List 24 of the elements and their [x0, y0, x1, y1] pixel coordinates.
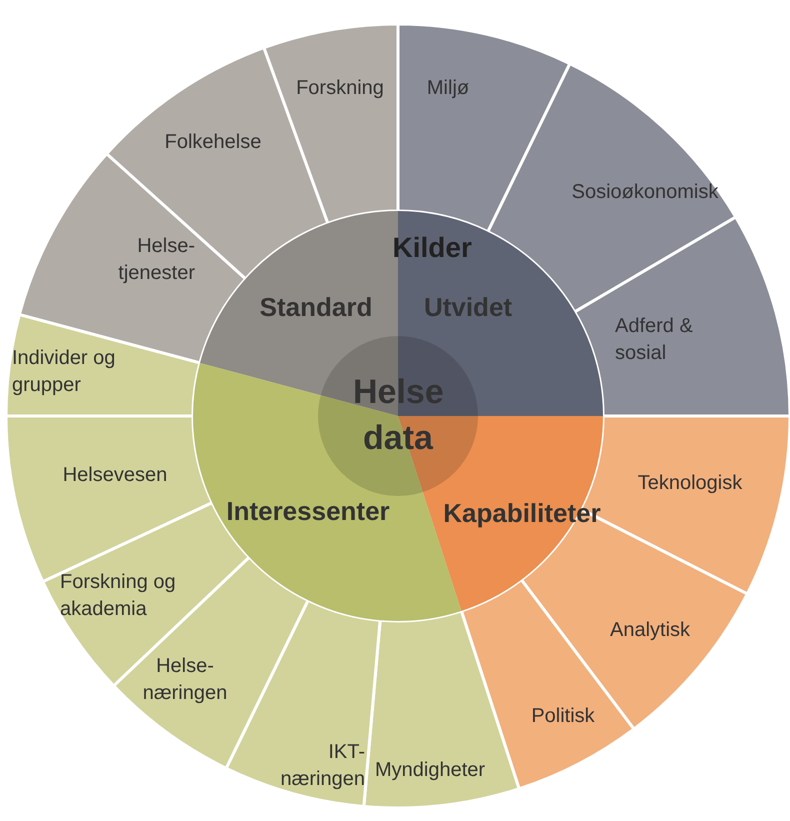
- segment-label: Myndigheter: [374, 758, 486, 782]
- segment-label: Helse-tjenester: [117, 234, 195, 286]
- segment-label: Interessenter: [226, 495, 390, 528]
- segment-label: Folkehelse: [164, 130, 262, 154]
- outer-segment: [262, 22, 400, 225]
- segment-label: Miljø: [426, 76, 470, 100]
- segment-label: Helsevesen: [62, 462, 168, 488]
- segment-label: Teknologisk: [638, 470, 742, 496]
- segment-label: IKT-næringen: [279, 740, 365, 792]
- outer-segment: [573, 216, 790, 418]
- segment-label: Utvidet: [424, 291, 512, 324]
- center-circle: [318, 336, 478, 496]
- segment-label: Helse-næringen: [142, 654, 228, 706]
- segment-label: Individer og grupper: [12, 346, 116, 398]
- segment-label: Sosioøkonomisk: [572, 180, 718, 204]
- segment-label: Forskning og akademia: [60, 570, 177, 622]
- segment-label: Adferd & sosial: [615, 314, 694, 366]
- outer-segment: [4, 313, 202, 418]
- segment-label: Standard: [260, 291, 372, 324]
- segment-label: Politisk: [531, 704, 595, 728]
- segment-label: Helse data: [353, 372, 443, 459]
- segment-label: Forskning: [296, 76, 384, 100]
- segment-label: Analytisk: [610, 618, 690, 642]
- ring-heading: Kilder: [392, 232, 472, 264]
